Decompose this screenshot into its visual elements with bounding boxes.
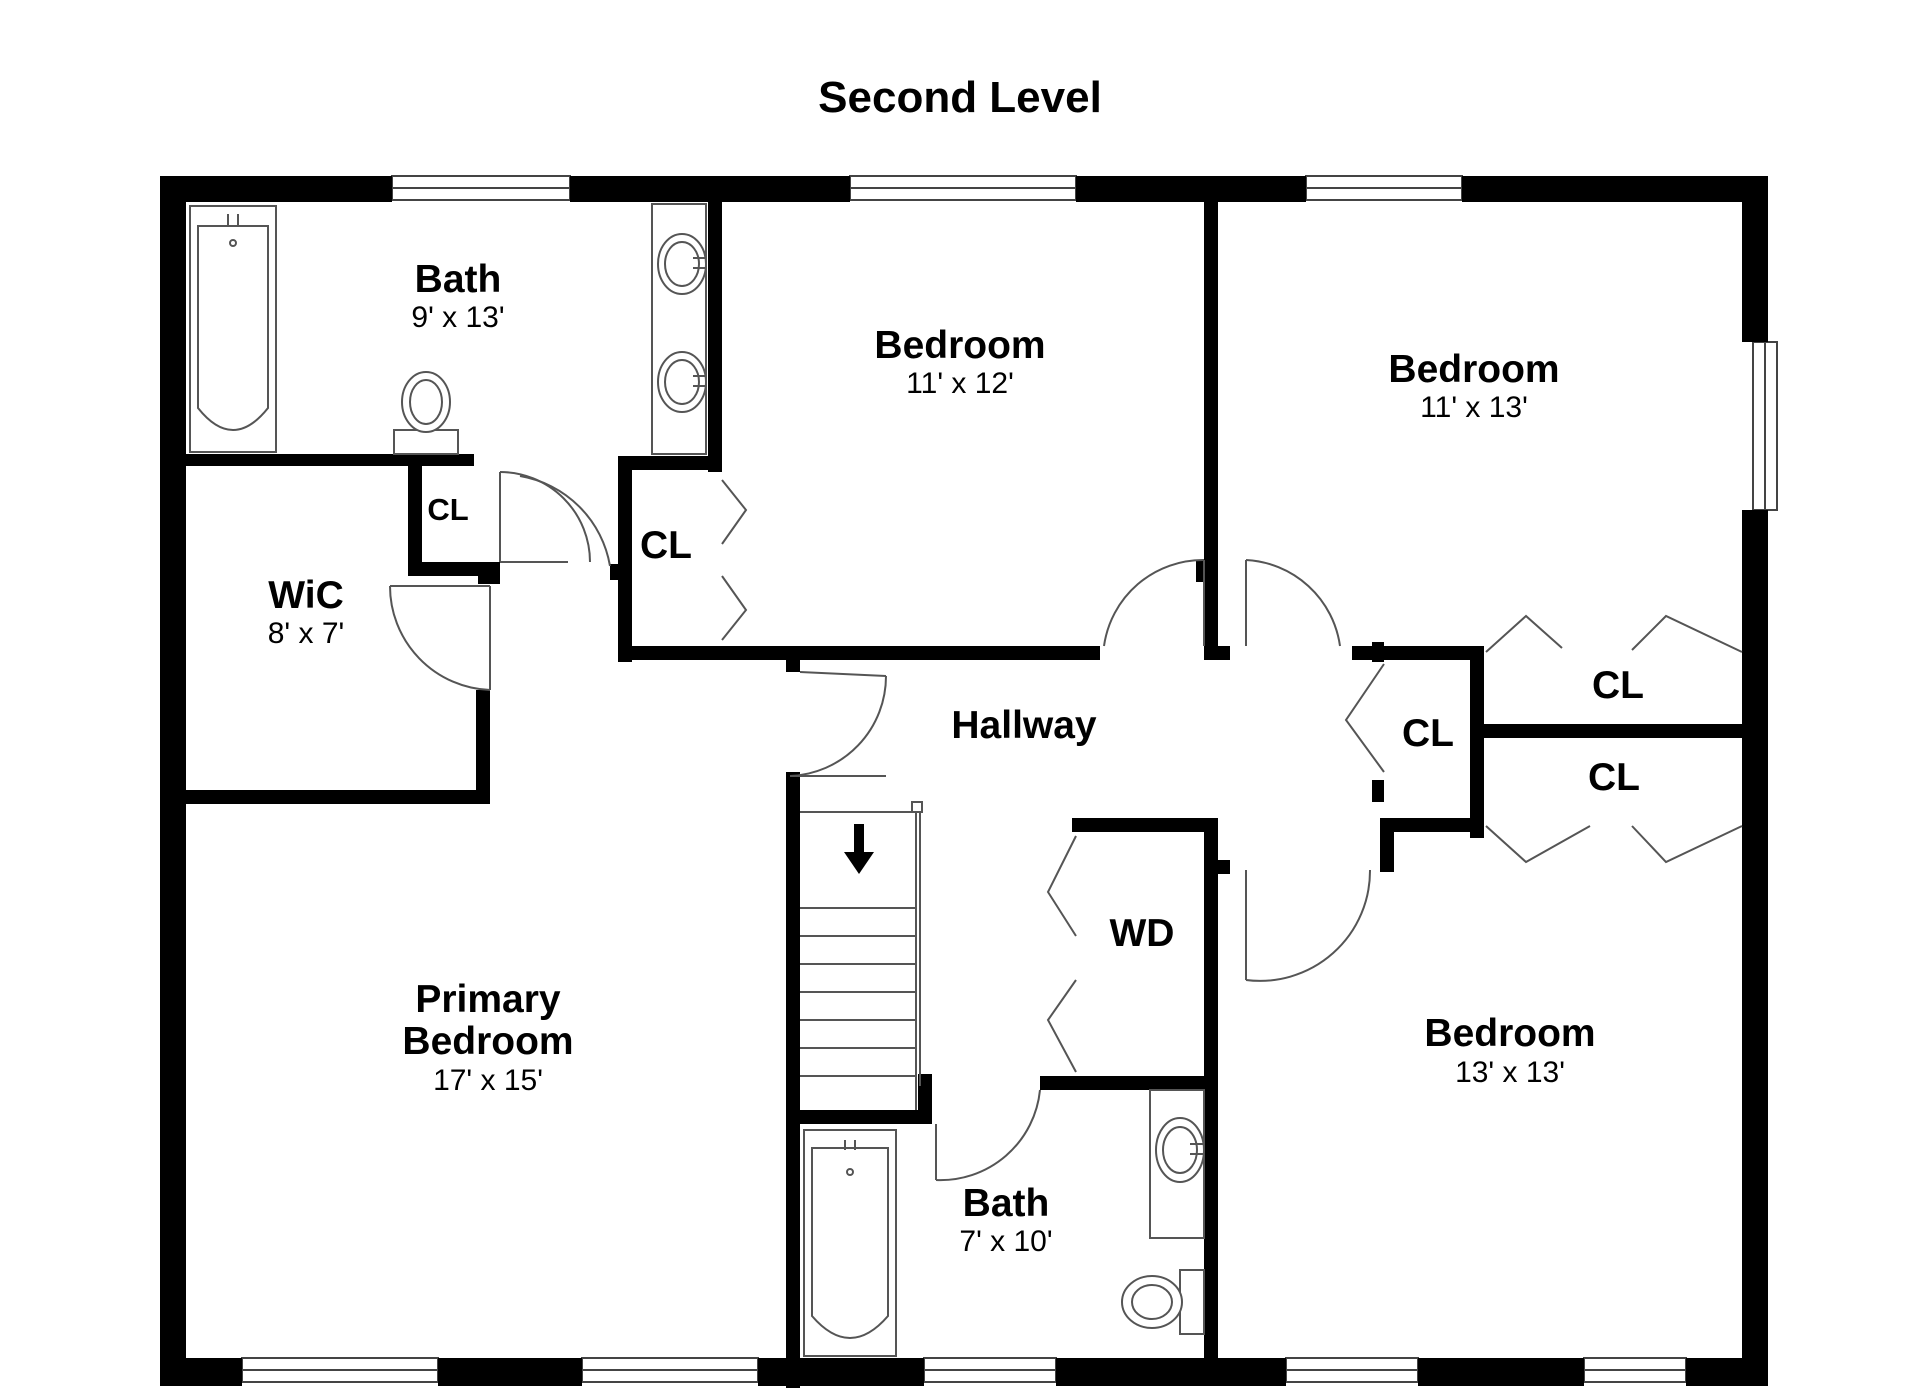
room-dims-bath-lower: 7' x 10' (959, 1225, 1052, 1258)
room-name-wic: WiC (268, 574, 343, 617)
room-labels: Bath 9' x 13' Bedroom 11' x 12' Bedroom … (268, 258, 1644, 1258)
room-name-bedroom-ne: Bedroom (1388, 348, 1559, 391)
exterior-walls (160, 176, 1768, 1386)
closet-label-small: CL (427, 492, 468, 527)
closet-label-hall-east: CL (1402, 712, 1454, 755)
room-name-primary-line2: Bedroom (402, 1020, 573, 1063)
stairs (800, 801, 923, 1110)
closet-label-se-lower: CL (1588, 756, 1640, 799)
room-dims-bedroom-mid: 11' x 12' (906, 367, 1014, 400)
fixtures (189, 203, 1205, 1357)
room-dims-bedroom-ne: 11' x 13' (1420, 391, 1528, 424)
closet-label-ne-upper: CL (1592, 664, 1644, 707)
down-arrow-icon (844, 824, 874, 874)
room-dims-bath-upper: 9' x 13' (411, 301, 504, 334)
interior-walls (186, 202, 1754, 1388)
windows (241, 175, 1778, 1383)
closet-label-bath-bedroom: CL (640, 524, 692, 567)
room-name-primary-line1: Primary (415, 978, 561, 1021)
room-name-hallway: Hallway (951, 704, 1097, 747)
room-name-wd: WD (1110, 912, 1175, 955)
door-swings (389, 471, 1743, 1182)
room-dims-bedroom-se: 13' x 13' (1455, 1056, 1565, 1089)
room-name-bedroom-se: Bedroom (1424, 1012, 1595, 1055)
room-name-bedroom-mid: Bedroom (874, 324, 1045, 367)
room-dims-wic: 8' x 7' (268, 617, 345, 650)
plan-title: Second Level (818, 73, 1102, 122)
room-name-bath-upper: Bath (415, 258, 502, 301)
room-dims-primary-bedroom: 17' x 15' (433, 1064, 543, 1097)
room-name-bath-lower: Bath (963, 1182, 1050, 1225)
